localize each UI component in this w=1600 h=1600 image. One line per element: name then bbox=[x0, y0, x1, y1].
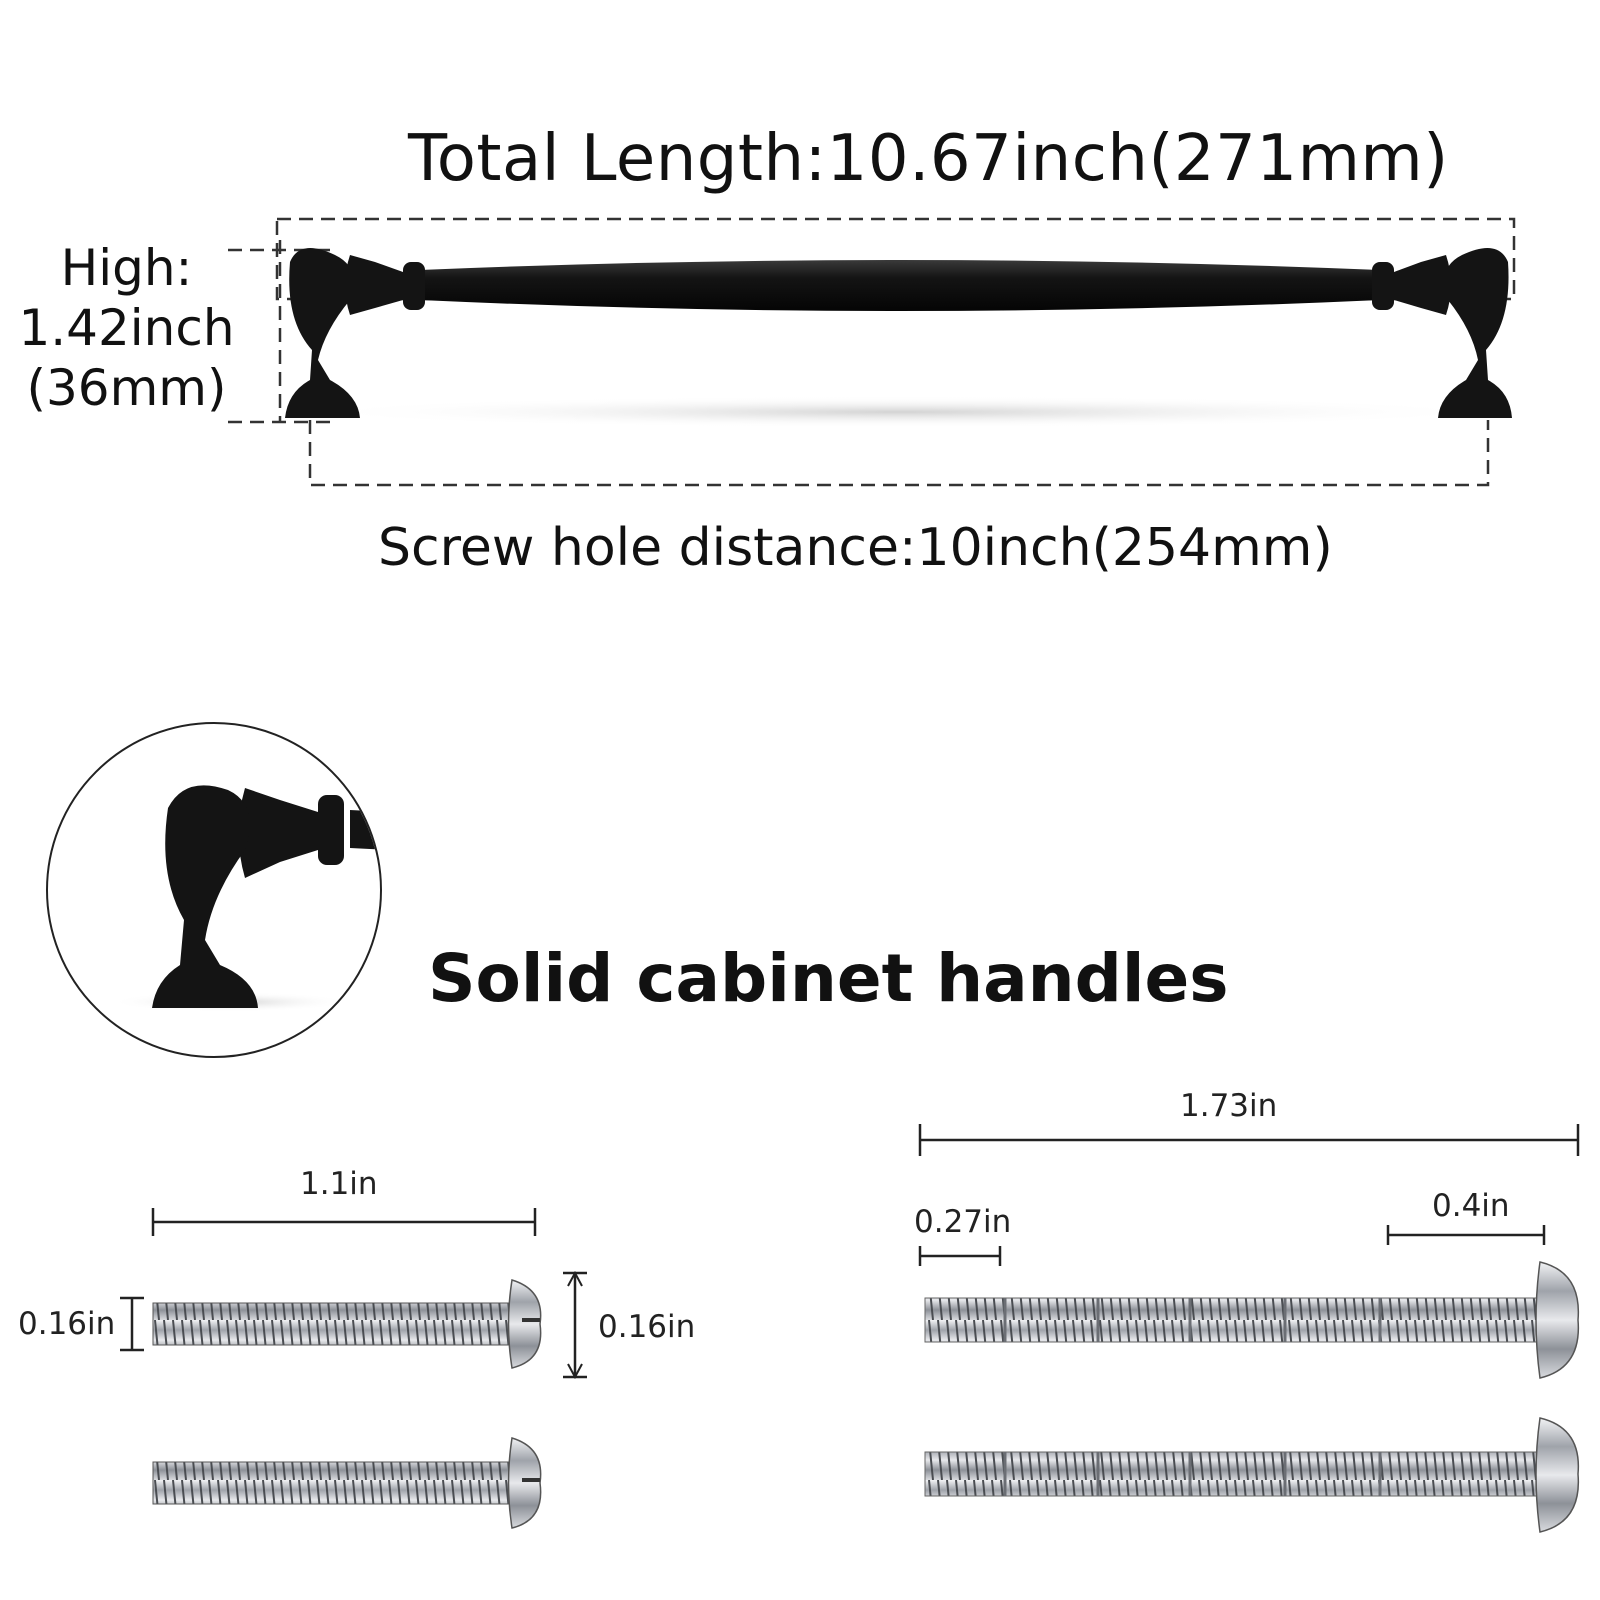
handle-left-collar bbox=[403, 262, 425, 310]
long-screw-head-label: 0.4in bbox=[1432, 1188, 1510, 1224]
long-screw-top bbox=[924, 1261, 1580, 1379]
detail-zoom-circle bbox=[46, 722, 382, 1058]
long-screw-length-label: 1.73in bbox=[1180, 1088, 1278, 1124]
high-label: High: 1.42inch (36mm) bbox=[14, 238, 239, 418]
long-screw-dimension-lines bbox=[918, 1124, 1580, 1266]
handle-shadow bbox=[300, 396, 1500, 428]
handle-bar bbox=[420, 260, 1380, 311]
short-screw-length-label: 1.1in bbox=[300, 1166, 378, 1202]
handle-dimension-guides bbox=[228, 217, 1516, 487]
screw-hole-guide bbox=[308, 420, 1490, 487]
cabinet-handle-image bbox=[285, 247, 1512, 418]
high-label-line1: High: bbox=[60, 239, 193, 297]
long-screw-tip-label: 0.27in bbox=[914, 1204, 1012, 1240]
handle-left-post bbox=[285, 247, 360, 418]
long-screw-bottom bbox=[924, 1417, 1580, 1533]
screw-hole-distance-label: Screw hole distance:10inch(254mm) bbox=[378, 518, 1333, 578]
high-label-line2: 1.42inch bbox=[18, 299, 235, 357]
handle-right-cone bbox=[1394, 255, 1451, 315]
short-screw-top bbox=[152, 1279, 542, 1369]
short-screw-head-label: 0.16in bbox=[598, 1309, 696, 1345]
total-length-label: Total Length:10.67inch(271mm) bbox=[408, 122, 1449, 196]
total-length-box bbox=[275, 217, 1516, 301]
handle-right-collar bbox=[1372, 262, 1394, 310]
short-screw-dimension-lines bbox=[120, 1208, 587, 1380]
short-screw-bottom bbox=[152, 1437, 542, 1529]
product-title: Solid cabinet handles bbox=[428, 940, 1229, 1017]
high-label-line3: (36mm) bbox=[26, 359, 227, 417]
handle-left-cone bbox=[345, 255, 403, 315]
handle-right-post bbox=[1438, 247, 1512, 418]
short-screw-shank-label: 0.16in bbox=[18, 1306, 116, 1342]
